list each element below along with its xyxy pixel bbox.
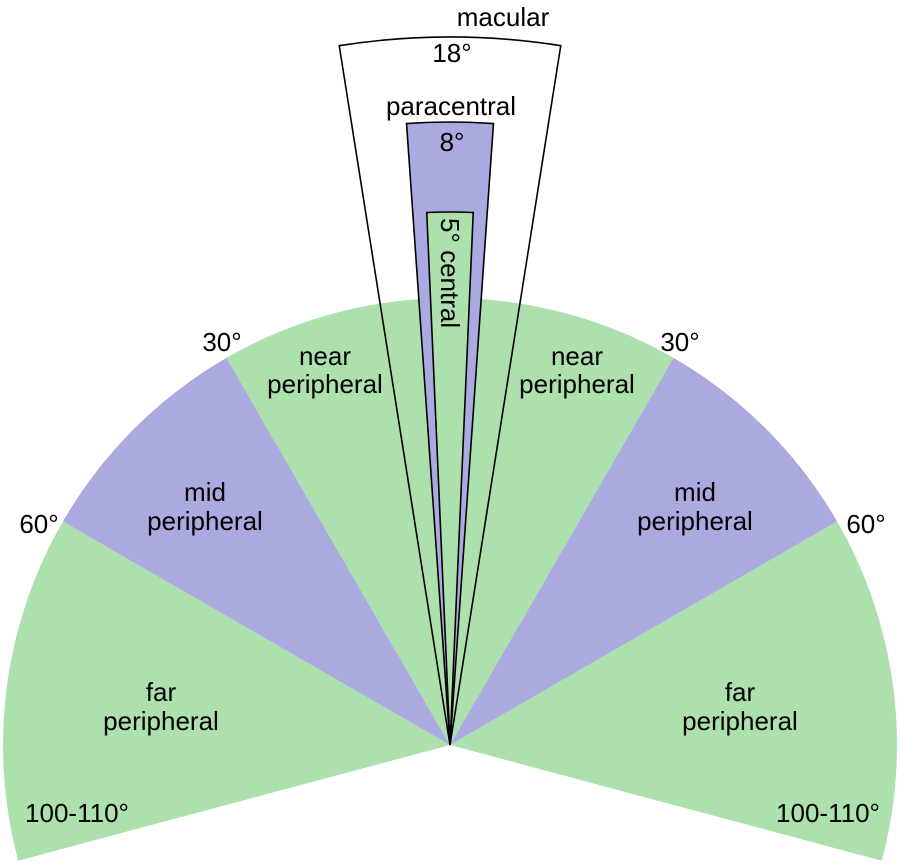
angle-right-far: 100-110° xyxy=(776,798,880,828)
angle-left-30: 30° xyxy=(202,327,241,357)
label-paracentral: paracentral xyxy=(386,91,516,121)
label-near-left-2: peripheral xyxy=(267,369,383,399)
label-far-left-1: far xyxy=(146,677,177,707)
angle-right-60: 60° xyxy=(846,509,885,539)
label-far-right-2: peripheral xyxy=(682,706,798,736)
label-mid-left-1: mid xyxy=(184,477,226,507)
label-near-right-1: near xyxy=(551,341,603,371)
label-mid-right-1: mid xyxy=(674,477,716,507)
label-near-left-1: near xyxy=(299,341,351,371)
sector-central xyxy=(425,211,475,746)
label-far-left-2: peripheral xyxy=(103,706,219,736)
sector-macular xyxy=(338,36,562,746)
sector-far-left xyxy=(3,521,451,861)
sector-mid-right xyxy=(450,357,838,745)
label-mid-right-2: peripheral xyxy=(637,506,753,536)
angle-left-60: 60° xyxy=(19,509,58,539)
label-central: 5° central xyxy=(435,218,465,328)
label-macular-angle: 18° xyxy=(432,38,471,68)
sector-mid-left xyxy=(62,357,450,745)
label-far-right-1: far xyxy=(725,677,756,707)
label-mid-left-2: peripheral xyxy=(147,506,263,536)
label-macular: macular xyxy=(457,2,550,32)
sector-far-right xyxy=(450,521,897,861)
angle-right-30: 30° xyxy=(660,327,699,357)
label-paracentral-angle: 8° xyxy=(440,127,465,157)
label-near-right-2: peripheral xyxy=(519,369,635,399)
angle-left-far: 100-110° xyxy=(25,798,129,828)
